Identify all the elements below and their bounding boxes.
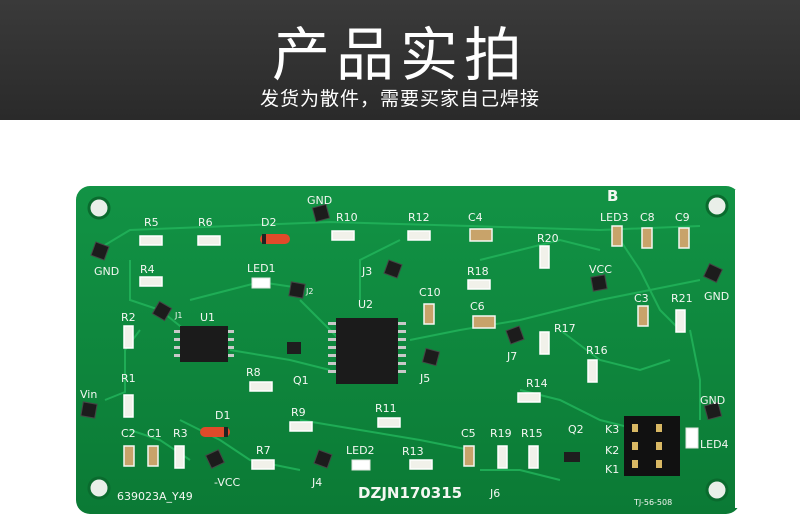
label-r13: R13 xyxy=(402,445,424,458)
label-r12: R12 xyxy=(408,211,430,224)
u2-chip xyxy=(328,318,406,384)
label-c4: C4 xyxy=(468,211,483,224)
label-q1: Q1 xyxy=(293,374,309,387)
smd-resistors xyxy=(139,230,541,470)
label-j4: J4 xyxy=(311,476,322,489)
board-notch xyxy=(735,190,747,508)
label-c3: C3 xyxy=(634,292,649,305)
label-r14: R14 xyxy=(526,377,548,390)
label-c6: C6 xyxy=(470,300,485,313)
label-c10: C10 xyxy=(419,286,441,299)
label-r17: R17 xyxy=(554,322,576,335)
mounting-holes xyxy=(87,194,729,502)
label-vcc: VCC xyxy=(589,263,612,276)
label-r6: R6 xyxy=(198,216,213,229)
label-gnd-right-lower: GND xyxy=(700,394,725,407)
label-r7: R7 xyxy=(256,444,271,457)
pcb-board-image: B GND GND GND GND Vin VCC -VCC R1 R2 R3 … xyxy=(76,186,747,514)
label-c5: C5 xyxy=(461,427,476,440)
label-led4: LED4 xyxy=(700,438,729,451)
label-vin: Vin xyxy=(80,388,97,401)
transistors xyxy=(287,342,580,462)
label-led2: LED2 xyxy=(346,444,375,457)
label-r19: R19 xyxy=(490,427,512,440)
label-r5: R5 xyxy=(144,216,159,229)
label-r16: R16 xyxy=(586,344,608,357)
label-b: B xyxy=(607,187,618,205)
label-gnd-left: GND xyxy=(94,265,119,278)
pcb-board xyxy=(76,186,740,514)
label-code: 639023A_Y49 xyxy=(117,490,193,503)
label-model: DZJN170315 xyxy=(358,484,462,502)
label-j7: J7 xyxy=(506,350,517,363)
label-j6: J6 xyxy=(489,487,500,500)
label-u2: U2 xyxy=(358,298,373,311)
label-gnd-right: GND xyxy=(704,290,729,303)
label-r3: R3 xyxy=(173,427,188,440)
label-r8: R8 xyxy=(246,366,261,379)
label-c2: C2 xyxy=(121,427,136,440)
label-c8: C8 xyxy=(640,211,655,224)
label-r20: R20 xyxy=(537,232,559,245)
smd-resistors-vertical xyxy=(123,245,686,469)
label-k1: K1 xyxy=(605,463,619,476)
label-j3: J3 xyxy=(361,265,372,278)
label-r1: R1 xyxy=(121,372,136,385)
product-photo: B GND GND GND GND Vin VCC -VCC R1 R2 R3 … xyxy=(0,120,800,531)
label-led3: LED3 xyxy=(600,211,629,224)
smd-leds xyxy=(251,277,699,471)
label-r9: R9 xyxy=(291,406,306,419)
label-gnd-top: GND xyxy=(307,194,332,207)
label-k3: K3 xyxy=(605,423,619,436)
banner-subtitle: 发货为散件，需要买家自己焊接 xyxy=(259,88,540,110)
silkscreen-labels: B GND GND GND GND Vin VCC -VCC R1 R2 R3 … xyxy=(80,187,729,507)
label-j1: J1 xyxy=(174,311,182,320)
label-r11: R11 xyxy=(375,402,397,415)
label-d1: D1 xyxy=(215,409,230,422)
product-banner: 产品实拍 发货为散件，需要买家自己焊接 xyxy=(0,0,800,120)
label-d2: D2 xyxy=(261,216,276,229)
label-r21: R21 xyxy=(671,292,693,305)
label-neg-vcc: -VCC xyxy=(214,476,241,489)
test-points xyxy=(80,203,723,469)
label-u1: U1 xyxy=(200,311,215,324)
label-c1: C1 xyxy=(147,427,162,440)
label-r15: R15 xyxy=(521,427,543,440)
banner-title: 产品实拍 xyxy=(271,21,528,89)
label-r18: R18 xyxy=(467,265,489,278)
label-q2: Q2 xyxy=(568,423,584,436)
label-j5: J5 xyxy=(419,372,430,385)
jumper-header xyxy=(624,416,680,476)
label-tag: TJ-56-508 xyxy=(633,498,672,507)
label-j2: J2 xyxy=(305,287,313,296)
label-r4: R4 xyxy=(140,263,155,276)
u1-chip xyxy=(174,326,234,362)
label-r2: R2 xyxy=(121,311,136,324)
label-c9: C9 xyxy=(675,211,690,224)
diodes xyxy=(200,234,290,437)
label-r10: R10 xyxy=(336,211,358,224)
label-led1: LED1 xyxy=(247,262,276,275)
label-k2: K2 xyxy=(605,444,619,457)
smd-capacitors xyxy=(123,225,690,467)
